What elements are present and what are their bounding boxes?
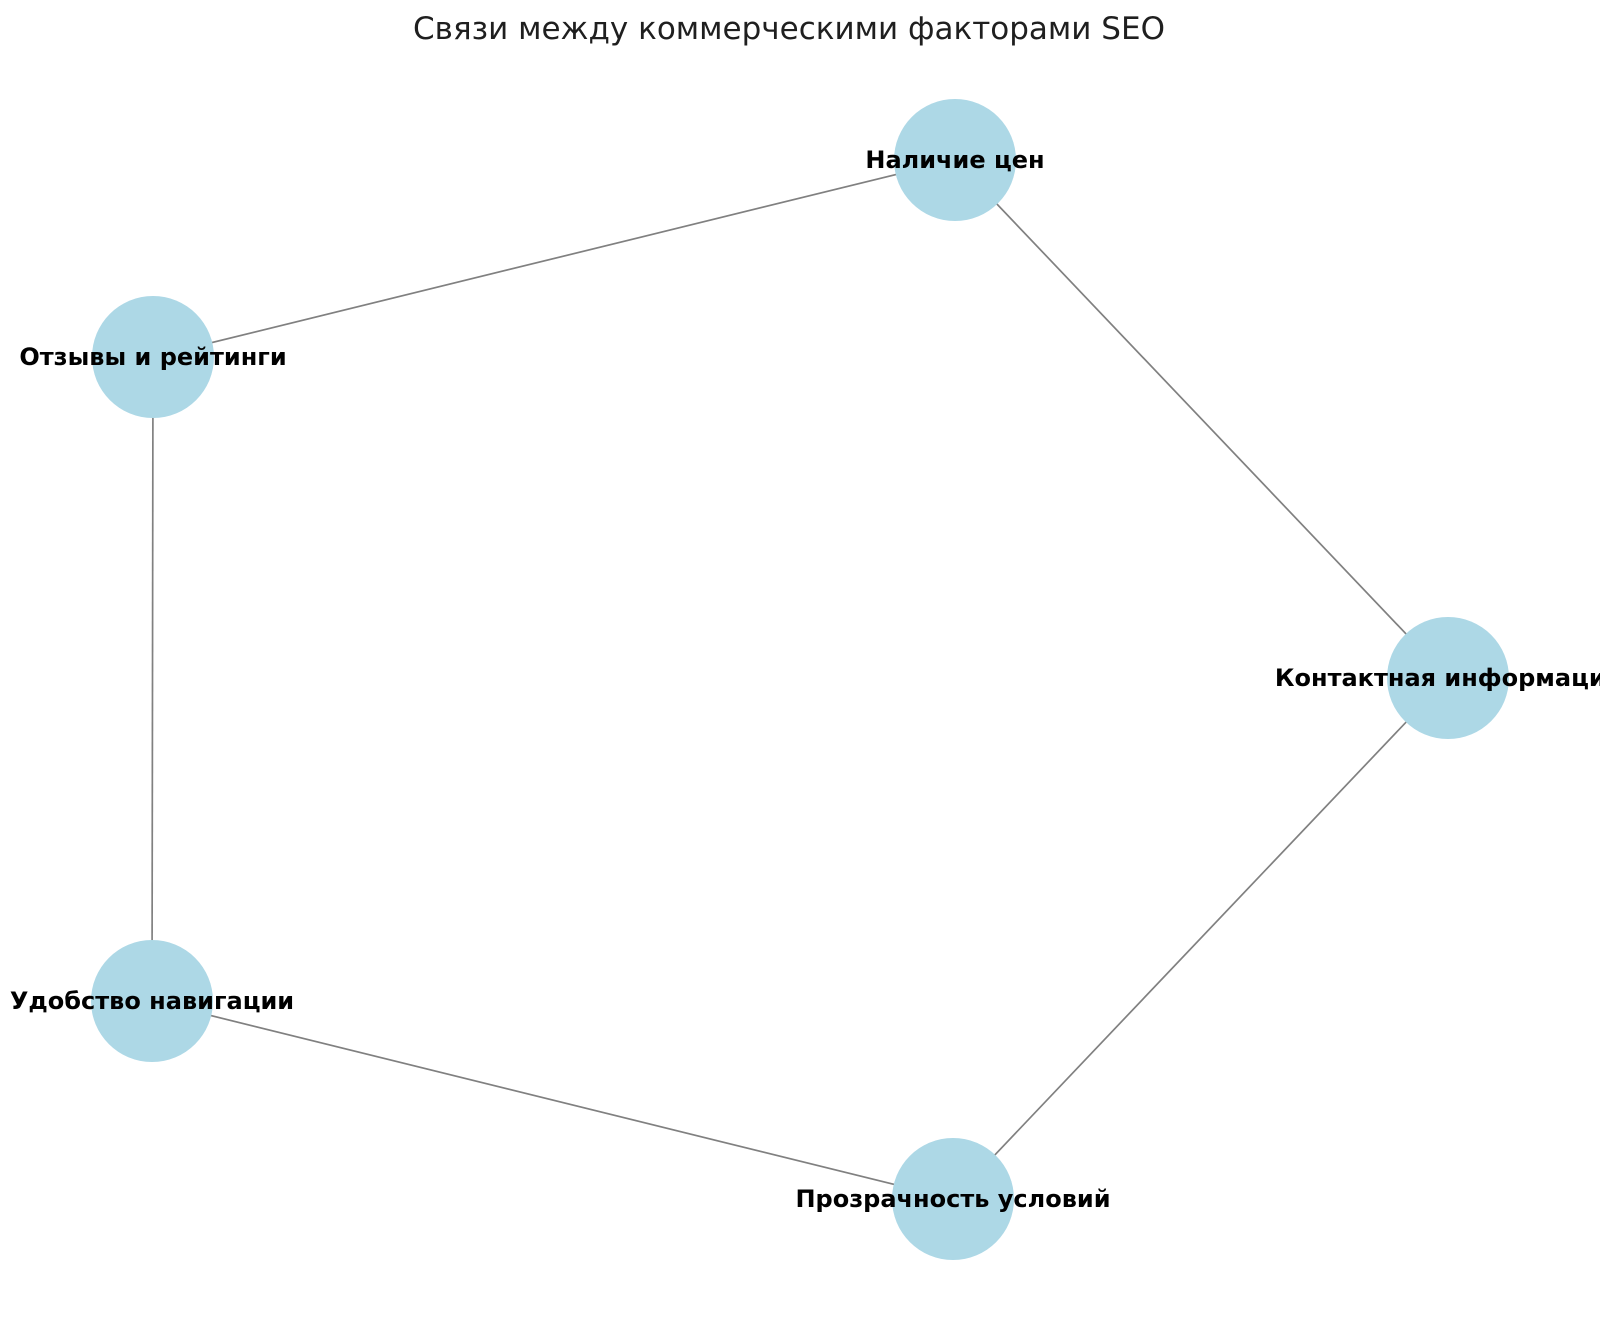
- node-reviews: [92, 296, 214, 418]
- node-prices: [894, 99, 1016, 221]
- edge-prices-contact: [954, 159, 1449, 679]
- edge-prices-reviews: [152, 159, 956, 358]
- node-label-reviews: Отзывы и рейтинги: [19, 343, 286, 371]
- node-label-contact: Контактная информация: [1275, 664, 1600, 692]
- node-transparency: [892, 1138, 1014, 1260]
- edge-reviews-navigation: [151, 356, 154, 1002]
- node-navigation: [91, 940, 213, 1062]
- node-label-navigation: Удобство навигации: [10, 987, 294, 1015]
- chart-title: Связи между коммерческими факторами SEO: [413, 11, 1165, 47]
- node-contact: [1387, 617, 1509, 739]
- edge-navigation-transparency: [151, 1000, 954, 1200]
- node-label-prices: Наличие цен: [865, 146, 1044, 174]
- node-label-transparency: Прозрачность условий: [795, 1185, 1110, 1213]
- edge-contact-transparency: [952, 677, 1449, 1200]
